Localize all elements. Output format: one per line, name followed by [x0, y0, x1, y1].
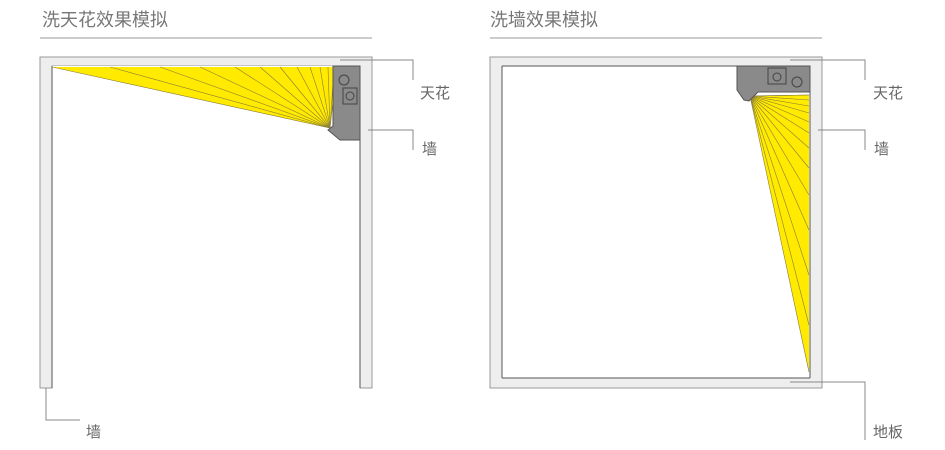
beam-ray: [749, 95, 810, 114]
right-wall-label: 墙: [874, 140, 889, 158]
beam-fill: [52, 67, 337, 128]
wall-wash-diagram: 洗墙效果模拟 天花 墙 地板: [489, 10, 903, 441]
left-wall-label: 墙: [422, 140, 437, 158]
beam-ray: [319, 66, 331, 129]
right-title: 洗墙效果模拟: [490, 10, 598, 31]
beam-ray: [159, 66, 331, 129]
beam-ray: [749, 95, 810, 101]
beam-ray: [749, 95, 810, 149]
right-fixture-icon: [736, 65, 811, 102]
beam-ray: [749, 95, 810, 276]
beam-ray: [749, 95, 810, 373]
beam-ray: [749, 95, 810, 169]
beam-ray: [199, 66, 331, 129]
beam-ray: [279, 66, 331, 129]
right-floor-label: 地板: [873, 423, 903, 441]
beam-ray: [749, 94, 810, 97]
left-wall-leader: [368, 129, 414, 150]
right-ceiling-leader: [790, 59, 866, 80]
right-ceiling-label: 天花: [873, 84, 903, 102]
left-fixture-icon: [327, 65, 361, 141]
left-bottom-wall-leader: [45, 388, 80, 421]
beam-ray: [234, 66, 331, 129]
beam-ray: [296, 66, 331, 129]
beam-ray: [109, 66, 331, 129]
right-floor-leader: [790, 381, 866, 440]
left-bottom-wall-label: 墙: [86, 423, 101, 441]
ceiling-wash-diagram: 洗天花效果模拟 天花 墙 墙: [39, 10, 450, 441]
left-light-beam: [51, 66, 338, 129]
beam-ray: [259, 66, 331, 129]
beam-ray: [749, 95, 810, 134]
left-title: 洗天花效果模拟: [42, 10, 168, 31]
beam-ray: [749, 95, 810, 123]
beam-ray: [749, 95, 810, 107]
left-ceiling-leader: [340, 59, 414, 80]
right-light-beam: [749, 94, 810, 373]
beam-ray: [749, 95, 810, 326]
beam-ray: [327, 66, 331, 129]
beam-ray: [749, 95, 810, 231]
right-wall-leader: [818, 129, 866, 150]
left-ceiling-label: 天花: [420, 84, 450, 102]
beam-ray: [309, 66, 331, 129]
beam-ray: [51, 66, 331, 129]
beam-ray: [749, 95, 810, 196]
